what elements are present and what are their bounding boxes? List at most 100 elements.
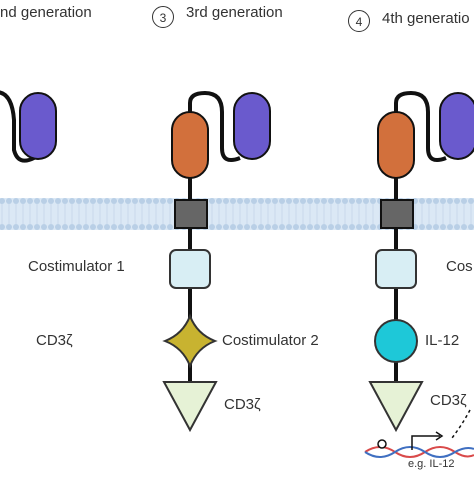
lipid-head	[6, 224, 12, 230]
lipid-head	[90, 224, 96, 230]
lipid-head	[307, 198, 313, 204]
lipid-head	[139, 198, 145, 204]
lipid-head	[272, 224, 278, 230]
vh-domain-3rd	[233, 92, 271, 160]
header-2nd-generation: nd generation	[0, 4, 92, 21]
promoter-icon	[377, 439, 387, 449]
lipid-head	[279, 198, 285, 204]
lipid-head	[160, 198, 166, 204]
label-costimulator-2: Costimulator 2	[222, 332, 319, 349]
lipid-head	[370, 224, 376, 230]
lipid-head	[300, 224, 306, 230]
lipid-head	[146, 198, 152, 204]
lipid-head	[279, 224, 285, 230]
lipid-head	[454, 198, 460, 204]
transmembrane-hinge-3rd	[174, 199, 208, 229]
label-eg-il-12: e.g. IL-12	[408, 458, 455, 470]
lipid-head	[146, 224, 152, 230]
lipid-head	[468, 224, 474, 230]
lipid-head	[0, 198, 5, 204]
label-cd3z-2nd: CD3ζ	[36, 332, 73, 349]
dna-strand-blue	[364, 446, 474, 458]
lipid-head	[286, 224, 292, 230]
lipid-head	[426, 224, 432, 230]
lipid-head	[370, 198, 376, 204]
il-12-circle	[374, 319, 418, 363]
lipid-head	[83, 198, 89, 204]
lipid-head	[160, 224, 166, 230]
generation-3-number-badge: 3	[152, 6, 174, 28]
lipid-head	[41, 224, 47, 230]
lipid-head	[307, 224, 313, 230]
lipid-head	[167, 224, 173, 230]
cd3z-triangle-3rd	[162, 381, 218, 433]
lipid-head	[223, 198, 229, 204]
lipid-head	[293, 224, 299, 230]
lipid-head	[468, 198, 474, 204]
lipid-head	[265, 224, 271, 230]
lipid-head	[69, 198, 75, 204]
lipid-head	[62, 198, 68, 204]
lipid-head	[153, 224, 159, 230]
lipid-head	[244, 198, 250, 204]
vh-domain-2nd	[19, 92, 57, 160]
lipid-head	[335, 198, 341, 204]
lipid-head	[111, 198, 117, 204]
lipid-head	[97, 198, 103, 204]
lipid-head	[125, 198, 131, 204]
lipid-head	[209, 224, 215, 230]
lipid-head	[447, 198, 453, 204]
lipid-head	[328, 224, 334, 230]
lipid-head	[293, 198, 299, 204]
lipid-head	[34, 224, 40, 230]
lipid-head	[118, 224, 124, 230]
lipid-head	[454, 224, 460, 230]
lipid-head	[286, 198, 292, 204]
lipid-head	[440, 224, 446, 230]
lipid-head	[321, 224, 327, 230]
lipid-head	[356, 224, 362, 230]
lipid-head	[314, 224, 320, 230]
header-3rd-generation: 3rd generation	[186, 4, 283, 21]
lipid-head	[433, 224, 439, 230]
lipid-head	[48, 198, 54, 204]
lipid-head	[258, 224, 264, 230]
lipid-head	[426, 198, 432, 204]
linker-4th	[394, 90, 447, 162]
vl-domain-4th	[377, 111, 415, 179]
lipid-head	[132, 198, 138, 204]
costimulator-2-star	[162, 313, 218, 369]
lipid-head	[342, 224, 348, 230]
lipid-head	[76, 198, 82, 204]
lipid-head	[419, 198, 425, 204]
lipid-head	[83, 224, 89, 230]
label-cd3z-3rd: CD3ζ	[224, 396, 261, 413]
lipid-head	[48, 224, 54, 230]
lipid-head	[13, 198, 19, 204]
lipid-head	[223, 224, 229, 230]
lipid-head	[461, 198, 467, 204]
lipid-head	[265, 198, 271, 204]
lipid-head	[55, 224, 61, 230]
vl-domain-3rd	[171, 111, 209, 179]
lipid-head	[27, 224, 33, 230]
lipid-head	[118, 198, 124, 204]
lipid-head	[104, 224, 110, 230]
lipid-head	[0, 224, 5, 230]
transgene-dna	[364, 409, 474, 458]
lipid-head	[132, 224, 138, 230]
lipid-head	[230, 224, 236, 230]
lipid-head	[335, 224, 341, 230]
transcription-arrow-icon	[411, 435, 440, 450]
induction-arrow-icon	[451, 409, 471, 439]
lipid-head	[62, 224, 68, 230]
lipid-head	[13, 224, 19, 230]
lipid-head	[363, 224, 369, 230]
lipid-head	[237, 224, 243, 230]
lipid-head	[97, 224, 103, 230]
lipid-head	[300, 198, 306, 204]
lipid-head	[55, 198, 61, 204]
label-costimulator-4th: Cos	[446, 258, 473, 275]
